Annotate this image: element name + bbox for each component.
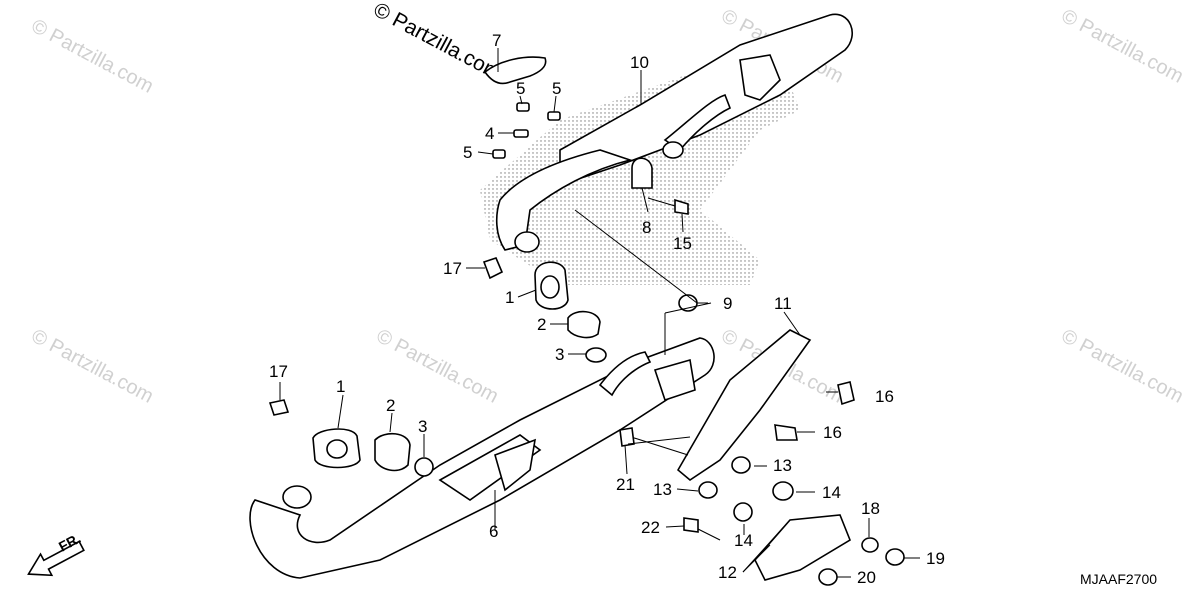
upper-flange-set bbox=[482, 257, 698, 363]
watermark: © Partzilla.com bbox=[28, 325, 157, 408]
leader-lines bbox=[279, 48, 920, 578]
callout-8: 8 bbox=[642, 218, 651, 237]
lower-muffler bbox=[249, 337, 715, 579]
callout-16: 16 bbox=[823, 423, 842, 442]
callout-22: 22 bbox=[641, 518, 660, 537]
bolt-15 bbox=[647, 197, 689, 215]
callout-13: 13 bbox=[773, 456, 792, 475]
callout-18: 18 bbox=[861, 499, 880, 518]
callout-14: 14 bbox=[822, 483, 841, 502]
muffler-bracket bbox=[619, 329, 905, 586]
callout-2: 2 bbox=[537, 315, 546, 334]
watermark: © Partzilla.com bbox=[1058, 5, 1187, 88]
callout-14: 14 bbox=[734, 531, 753, 550]
callout-3: 3 bbox=[418, 417, 427, 436]
drawing-code: MJAAF2700 bbox=[1080, 571, 1157, 587]
callout-4: 4 bbox=[485, 124, 494, 143]
bracket-8 bbox=[631, 157, 653, 189]
callout-1: 1 bbox=[505, 288, 514, 307]
callout-10: 10 bbox=[630, 53, 649, 72]
callout-7: 7 bbox=[492, 31, 501, 50]
callout-12: 12 bbox=[718, 563, 737, 582]
callout-16: 16 bbox=[875, 387, 894, 406]
callout-5: 5 bbox=[516, 79, 525, 98]
callout-3: 3 bbox=[555, 345, 564, 364]
heat-shield-top bbox=[483, 56, 547, 85]
watermark: © Partzilla.com bbox=[28, 15, 157, 98]
callout-2: 2 bbox=[386, 396, 395, 415]
callout-13: 13 bbox=[653, 480, 672, 499]
callout-19: 19 bbox=[926, 549, 945, 568]
callout-20: 20 bbox=[857, 568, 876, 587]
callout-6: 6 bbox=[489, 522, 498, 541]
callout-9: 9 bbox=[723, 294, 732, 313]
callout-21: 21 bbox=[616, 475, 635, 494]
lower-flange-set bbox=[268, 399, 434, 477]
watermark: © Partzilla.com bbox=[1058, 325, 1187, 408]
callout-5: 5 bbox=[552, 79, 561, 98]
callout-17: 17 bbox=[443, 259, 462, 278]
front-direction-indicator: FR. bbox=[27, 530, 85, 577]
callout-5: 5 bbox=[463, 143, 472, 162]
callout-1: 1 bbox=[336, 377, 345, 396]
callout-15: 15 bbox=[673, 234, 692, 253]
upper-muffler bbox=[495, 13, 854, 253]
arrow-icon bbox=[27, 540, 85, 577]
callout-17: 17 bbox=[269, 362, 288, 381]
callout-11: 11 bbox=[774, 294, 792, 313]
callout-labels: 7 5 5 4 5 10 8 15 17 1 2 3 9 11 16 16 17… bbox=[269, 31, 945, 587]
